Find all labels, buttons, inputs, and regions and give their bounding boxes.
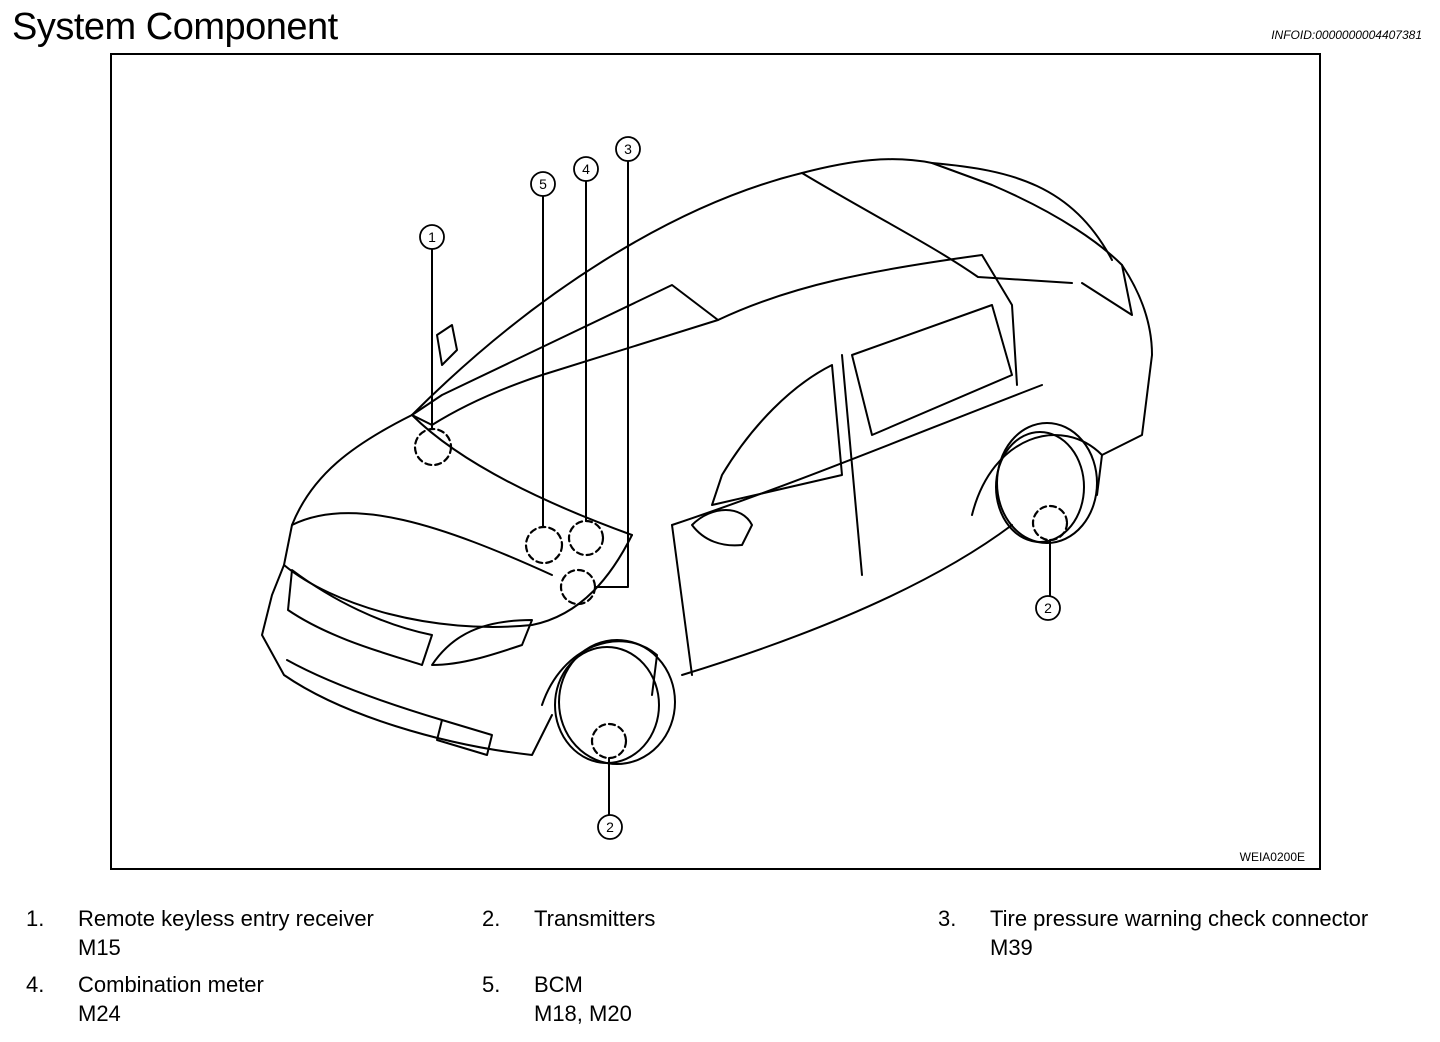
vehicle-illustration: 1 5 4 3 2 2 (261, 136, 1153, 840)
callout-label-2-front: 2 (606, 819, 614, 835)
side-mirror (691, 509, 753, 547)
grille (287, 569, 433, 666)
component-5-location (524, 525, 564, 565)
windshield (411, 284, 719, 426)
front-wheel (558, 639, 676, 765)
rear-wheel-tire (995, 431, 1085, 543)
legend-number: 4. (26, 972, 45, 997)
front-door-window (711, 364, 843, 506)
callout-circle-2-rear (1035, 595, 1061, 621)
legend-component-name: Tire pressure warning check connector (990, 906, 1369, 931)
callout-circle-3 (615, 136, 641, 162)
hood-outline (283, 414, 633, 628)
legend-component-name: Combination meter (78, 972, 264, 997)
callout-circle-2-front (597, 814, 623, 840)
callout-circle-5 (530, 171, 556, 197)
legend-number: 5. (482, 972, 501, 997)
component-location-figure: 1 5 4 3 2 2 WEIA0200E (110, 53, 1321, 870)
car-rear-end (1101, 264, 1153, 456)
legend-component-name: BCM (534, 972, 583, 997)
front-wheel-tire (554, 646, 660, 764)
rear-wheel (996, 422, 1098, 544)
callout-label-3: 3 (624, 141, 632, 157)
callout-label-5: 5 (539, 176, 547, 192)
callout-label-4: 4 (582, 161, 590, 177)
b-pillar (841, 354, 863, 576)
callout-label-1: 1 (428, 229, 436, 245)
left-mirror (436, 324, 458, 366)
callout-circle-1 (419, 224, 445, 250)
legend-connector: M15 (78, 935, 121, 960)
rear-door-window (851, 304, 1013, 436)
front-door-line (671, 524, 693, 676)
component-3-location (559, 568, 597, 606)
side-body-upper (717, 254, 1018, 386)
front-fascia (261, 564, 553, 756)
callout-label-2-rear: 2 (1044, 600, 1052, 616)
legend-number: 3. (938, 906, 957, 931)
car-roof-outline (411, 158, 1113, 416)
leader-line-3 (594, 161, 629, 588)
lower-bumper (286, 659, 443, 721)
car-trunk-lid (931, 162, 1133, 316)
component-4-location (567, 519, 605, 557)
legend-connector: M24 (78, 1001, 121, 1026)
side-sill (681, 524, 1013, 676)
legend-connector: M18, M20 (534, 1001, 632, 1026)
component-legend: 1. Remote keyless entry receiver M15 2. … (0, 904, 1440, 1034)
legend-component-name: Remote keyless entry receiver (78, 906, 374, 931)
hood-crease (291, 512, 553, 576)
legend-number: 2. (482, 906, 501, 931)
callout-circle-4 (573, 156, 599, 182)
door-belt-line (671, 384, 1043, 526)
figure-code: WEIA0200E (1239, 850, 1305, 864)
fog-lamp (436, 719, 493, 756)
info-id: INFOID:0000000004407381 (1271, 28, 1422, 42)
component-2-front-location (590, 722, 628, 760)
component-2-rear-location (1031, 504, 1069, 542)
car-roofline (801, 172, 1073, 284)
headlight (431, 619, 533, 666)
legend-connector: M39 (990, 935, 1033, 960)
rear-wheel-arch (971, 434, 1103, 516)
legend-number: 1. (26, 906, 45, 931)
page-title: System Component (12, 6, 338, 48)
legend-component-name: Transmitters (534, 906, 656, 931)
